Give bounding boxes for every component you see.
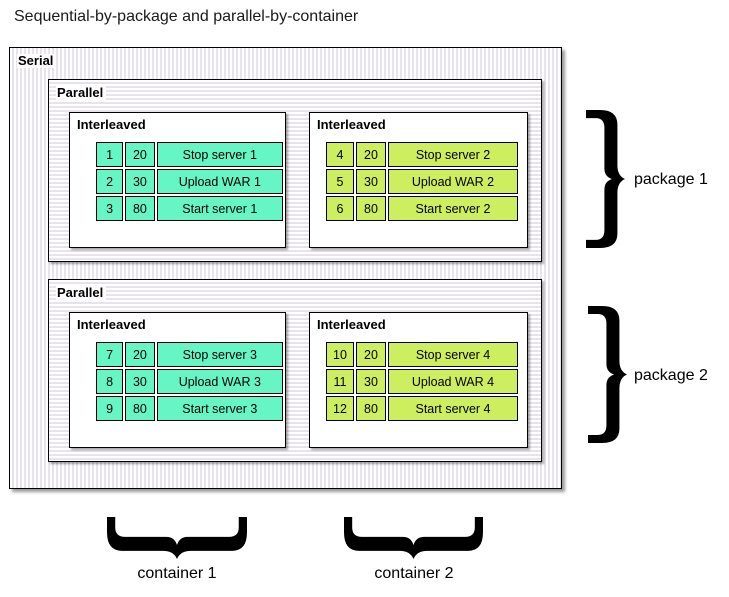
task-id-cell: 11 xyxy=(326,369,354,394)
task-weight-cell: 20 xyxy=(356,342,386,367)
task-weight-cell: 20 xyxy=(125,342,155,367)
task-table-1: 1 20 Stop server 1 2 30 Upload WAR 1 3 8… xyxy=(94,140,285,223)
task-name-cell: Start server 2 xyxy=(388,196,518,221)
task-weight-cell: 30 xyxy=(125,369,155,394)
interleaved-box-3: Interleaved 7 20 Stop server 3 8 30 Uplo… xyxy=(69,312,286,448)
task-name-cell: Upload WAR 1 xyxy=(156,169,283,194)
table-row: 6 80 Start server 2 xyxy=(326,196,518,221)
task-name-cell: Stop server 2 xyxy=(388,142,518,167)
task-id-cell: 10 xyxy=(326,342,354,367)
table-row: 4 20 Stop server 2 xyxy=(326,142,518,167)
interleaved-box-2: Interleaved 4 20 Stop server 2 5 30 Uplo… xyxy=(309,112,528,248)
task-name-cell: Upload WAR 2 xyxy=(388,169,518,194)
package-2-brace-icon xyxy=(588,306,627,443)
task-name-cell: Start server 1 xyxy=(156,196,283,221)
diagram-title: Sequential-by-package and parallel-by-co… xyxy=(14,8,359,25)
task-table-2: 4 20 Stop server 2 5 30 Upload WAR 2 6 8… xyxy=(324,140,520,223)
table-row: 2 30 Upload WAR 1 xyxy=(96,169,283,194)
table-row: 9 80 Start server 3 xyxy=(96,396,283,421)
task-id-cell: 9 xyxy=(96,396,124,421)
task-name-cell: Upload WAR 3 xyxy=(156,369,283,394)
task-id-cell: 4 xyxy=(326,142,354,167)
package-1-brace-icon xyxy=(586,110,625,248)
task-id-cell: 3 xyxy=(96,196,124,221)
interleaved-box-1: Interleaved 1 20 Stop server 1 2 30 Uplo… xyxy=(69,112,286,248)
table-row: 1 20 Stop server 1 xyxy=(96,142,283,167)
table-row: 5 30 Upload WAR 2 xyxy=(326,169,518,194)
task-table-4: 10 20 Stop server 4 11 30 Upload WAR 4 1… xyxy=(324,340,520,423)
interleaved-4-label: Interleaved xyxy=(317,317,386,332)
container-1-brace-icon xyxy=(107,517,247,559)
task-id-cell: 5 xyxy=(326,169,354,194)
task-weight-cell: 80 xyxy=(356,196,386,221)
task-id-cell: 8 xyxy=(96,369,124,394)
interleaved-1-label: Interleaved xyxy=(77,117,146,132)
task-weight-cell: 30 xyxy=(125,169,155,194)
parallel-1-label: Parallel xyxy=(56,86,107,100)
task-weight-cell: 80 xyxy=(125,396,155,421)
task-weight-cell: 30 xyxy=(356,369,386,394)
table-row: 11 30 Upload WAR 4 xyxy=(326,369,518,394)
table-row: 10 20 Stop server 4 xyxy=(326,342,518,367)
interleaved-2-label: Interleaved xyxy=(317,117,386,132)
task-name-cell: Start server 4 xyxy=(388,396,518,421)
interleaved-3-label: Interleaved xyxy=(77,317,146,332)
task-id-cell: 6 xyxy=(326,196,354,221)
package-1-label: package 1 xyxy=(634,171,708,188)
task-id-cell: 2 xyxy=(96,169,124,194)
task-name-cell: Stop server 1 xyxy=(156,142,283,167)
task-id-cell: 7 xyxy=(96,342,124,367)
parallel-box-2: Parallel Interleaved 7 20 Stop server 3 … xyxy=(48,279,542,462)
task-name-cell: Start server 3 xyxy=(156,396,283,421)
task-weight-cell: 20 xyxy=(356,142,386,167)
parallel-box-1: Parallel Interleaved 1 20 Stop server 1 … xyxy=(48,79,542,262)
table-row: 3 80 Start server 1 xyxy=(96,196,283,221)
package-2-label: package 2 xyxy=(634,367,708,384)
task-table-3: 7 20 Stop server 3 8 30 Upload WAR 3 9 8… xyxy=(94,340,285,423)
task-weight-cell: 80 xyxy=(125,196,155,221)
container-2-brace-icon xyxy=(344,517,483,559)
task-weight-cell: 20 xyxy=(125,142,155,167)
table-row: 12 80 Start server 4 xyxy=(326,396,518,421)
task-name-cell: Stop server 4 xyxy=(388,342,518,367)
task-name-cell: Upload WAR 4 xyxy=(388,369,518,394)
container-2-label: container 2 xyxy=(374,565,454,582)
task-id-cell: 12 xyxy=(326,396,354,421)
task-weight-cell: 80 xyxy=(356,396,386,421)
serial-label: Serial xyxy=(17,54,57,68)
task-id-cell: 1 xyxy=(96,142,124,167)
interleaved-box-4: Interleaved 10 20 Stop server 4 11 30 Up… xyxy=(309,312,528,448)
container-1-label: container 1 xyxy=(137,565,217,582)
task-name-cell: Stop server 3 xyxy=(156,342,283,367)
table-row: 8 30 Upload WAR 3 xyxy=(96,369,283,394)
task-weight-cell: 30 xyxy=(356,169,386,194)
table-row: 7 20 Stop server 3 xyxy=(96,342,283,367)
parallel-2-label: Parallel xyxy=(56,286,107,300)
serial-box: Serial Parallel Interleaved 1 20 Stop se… xyxy=(9,47,562,489)
